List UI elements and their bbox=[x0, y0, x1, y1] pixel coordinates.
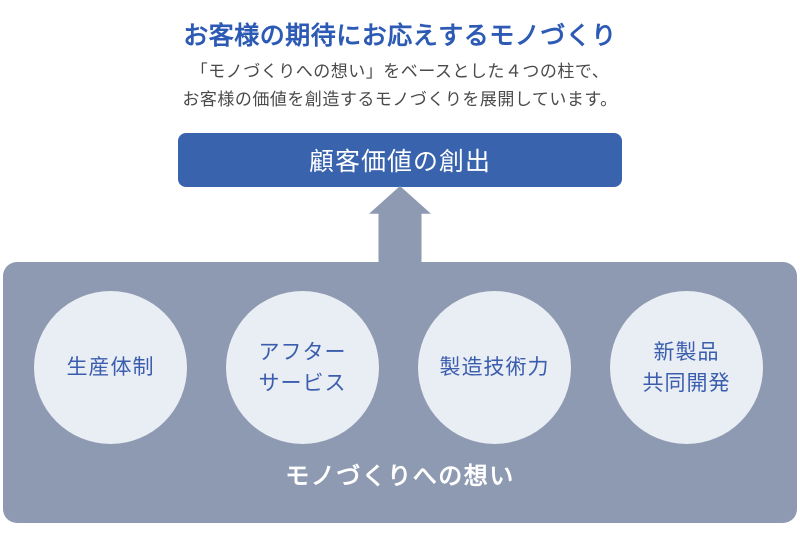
subtitle-line-1: 「モノづくりへの想い」をベースとした４つの柱で、 bbox=[190, 62, 610, 81]
pillar-label-line-2: 共同開発 bbox=[642, 371, 731, 395]
pillar-label-line-1: 製造技術力 bbox=[439, 356, 550, 379]
customer-value-banner-label: 顧客価値の創出 bbox=[308, 148, 491, 176]
foundation-panel: 生産体制 アフター サービス 製造技術力 新製品 共同開発 モノづくりへの想い bbox=[3, 262, 797, 523]
page-subtitle: 「モノづくりへの想い」をベースとした４つの柱で、 お客様の価値を創造するモノづく… bbox=[0, 58, 800, 114]
subtitle-line-2: お客様の価値を創造するモノづくりを展開しています。 bbox=[182, 90, 618, 109]
page-title: お客様の期待にお応えするモノづくり bbox=[183, 22, 617, 50]
customer-value-banner: 顧客価値の創出 bbox=[178, 133, 622, 187]
pillar-after-service: アフター サービス bbox=[226, 291, 379, 444]
pillar-label-line-1: 生産体制 bbox=[66, 356, 155, 379]
pillar-production-system: 生産体制 bbox=[34, 291, 187, 444]
pillar-label-line-1: 新製品 bbox=[653, 340, 720, 364]
up-arrow-icon bbox=[369, 186, 431, 263]
pillar-label-line-1: アフター bbox=[258, 340, 347, 364]
pillar-new-product-codevelopment: 新製品 共同開発 bbox=[610, 291, 763, 444]
pillar-label-line-2: サービス bbox=[258, 371, 347, 395]
pillar-manufacturing-technology: 製造技術力 bbox=[418, 291, 571, 444]
foundation-label: モノづくりへの想い bbox=[285, 463, 515, 490]
